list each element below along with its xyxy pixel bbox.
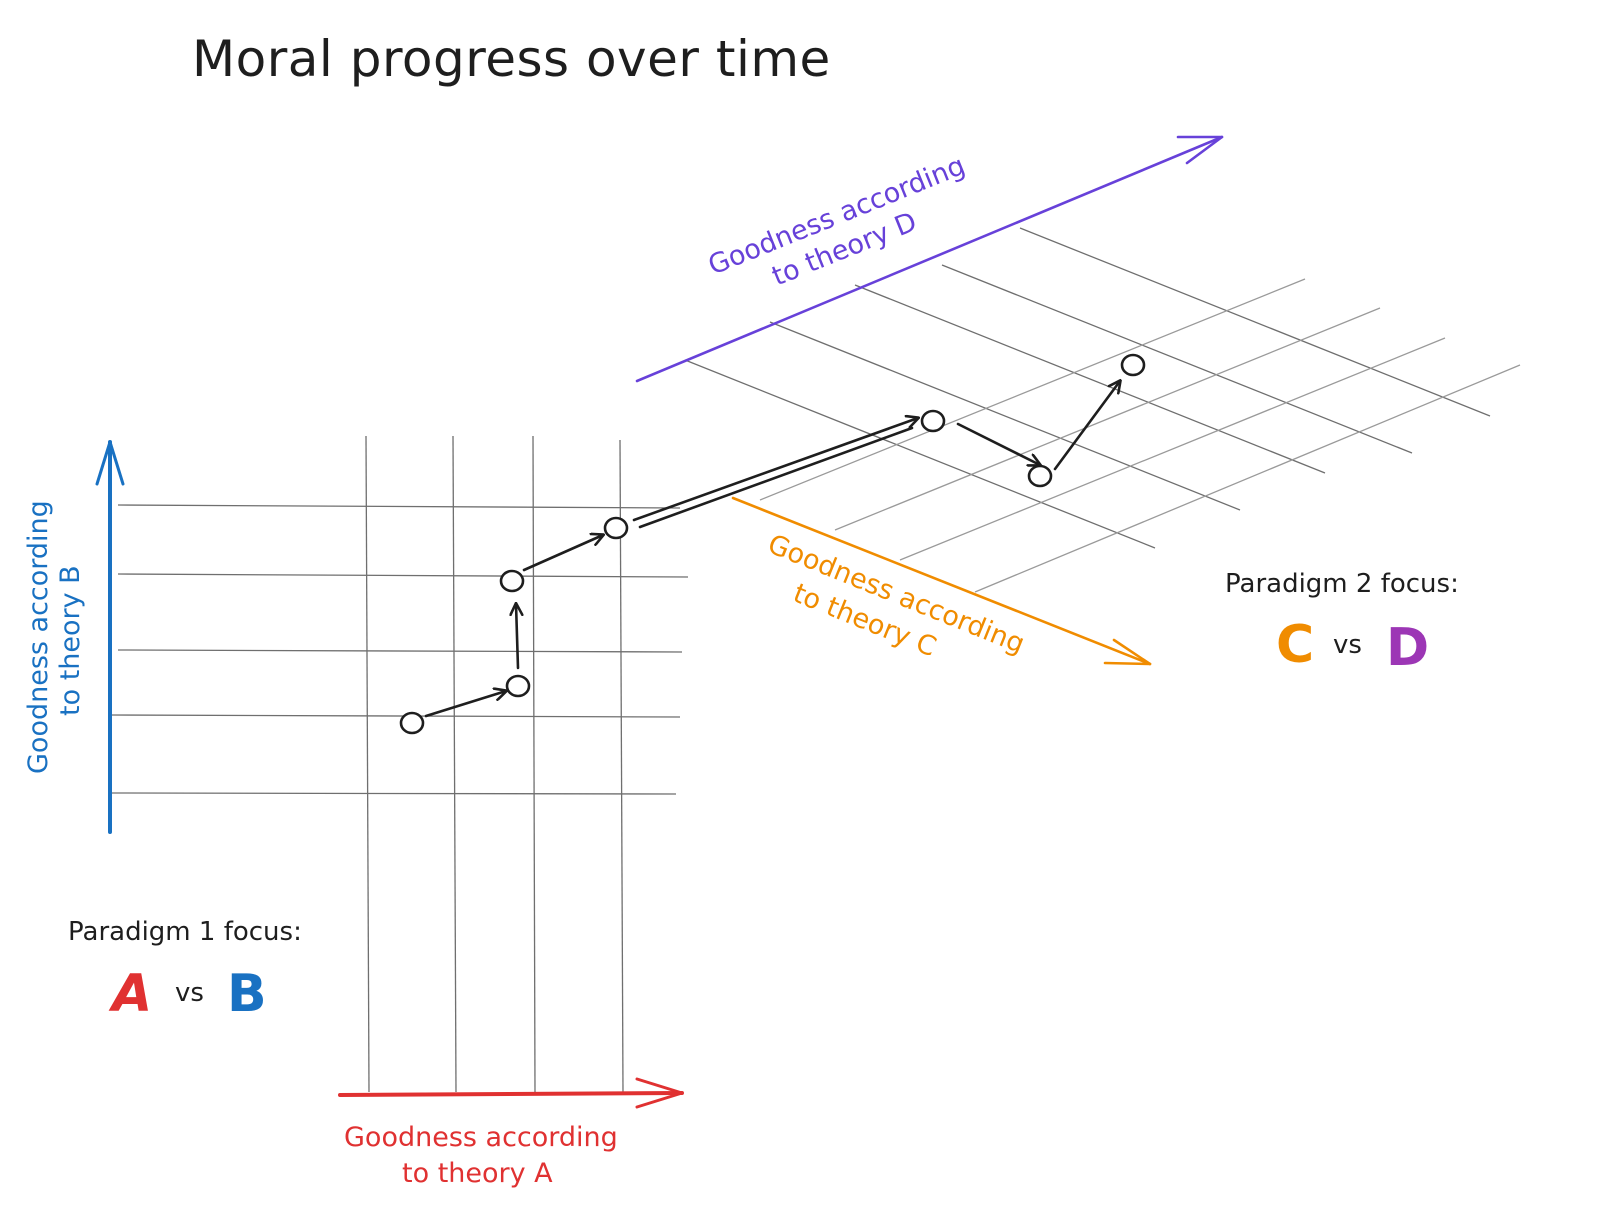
axis-theory-b [95,440,125,834]
axis-label-theory-b-line1: Goodness according [23,500,54,774]
progress-node-4 [603,516,629,540]
paradigm1-letter-b: B [227,964,267,1024]
progress-arrow-2 [516,604,518,670]
paradigm1-grid [109,435,689,1093]
axis-label-theory-c: Goodness according to theory C [750,529,1037,697]
axis-label-theory-a-line1: Goodness according [344,1122,618,1153]
paradigm2-vs: vs [1333,630,1362,660]
paradigm1-vs: vs [175,978,204,1008]
progress-node-2 [505,674,531,698]
axis-label-theory-d: Goodness according to theory D [704,147,990,313]
progress-node-7 [1120,353,1146,377]
progress-arrow-4 [632,418,918,522]
axis-label-theory-b: Goodness according to theory B [23,492,86,774]
progress-node-5 [920,409,946,433]
axis-theory-a [338,1077,684,1109]
paradigm1-focus: Paradigm 1 focus: A vs B [68,917,302,1024]
paradigm2-letter-c: C [1276,615,1314,675]
axis-label-theory-b-line2: to theory B [55,565,86,716]
axis-theory-c [731,496,1152,666]
progress-path [399,353,1146,735]
axis-theory-d [635,135,1224,383]
progress-node-3 [499,569,525,593]
paradigm2-focus: Paradigm 2 focus: C vs D [1225,569,1459,678]
progress-arrow-1 [424,691,506,718]
paradigm2-grid [684,227,1521,593]
progress-arrow-4-stroke [638,426,914,529]
paradigm2-letter-d: D [1386,618,1429,678]
progress-node-6 [1027,464,1053,488]
paradigm1-focus-label: Paradigm 1 focus: [68,917,302,947]
paradigm2-focus-label: Paradigm 2 focus: [1225,569,1459,599]
paradigm1-letter-a: A [108,964,152,1024]
progress-arrow-6 [1053,381,1120,471]
axis-label-theory-a: Goodness according to theory A [344,1122,626,1189]
progress-arrow-5 [956,422,1040,465]
axis-label-theory-a-line2: to theory A [402,1158,553,1189]
diagram-title: Moral progress over time [192,30,831,88]
progress-node-1 [399,711,425,735]
progress-arrow-3 [522,535,603,572]
